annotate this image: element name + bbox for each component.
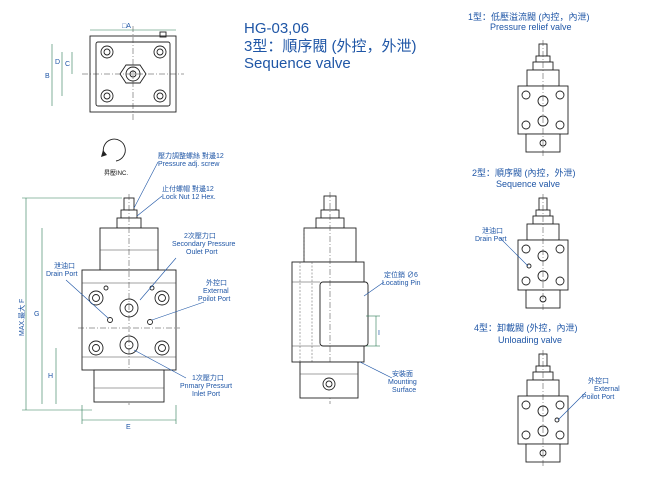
- variant4-en: Unloading valve: [498, 335, 562, 345]
- front-view: E MAX.最大 F G H: [17, 194, 180, 431]
- callout-primary-port-en1: Pnmary Pressurt: [180, 383, 232, 390]
- callout-drain-port-en: Drain Port: [46, 271, 78, 278]
- dim-a: □A: [122, 23, 131, 30]
- top-view: □A B D C: [45, 23, 184, 120]
- callout-mounting-en2: Surface: [392, 387, 416, 394]
- dim-h: H: [48, 373, 53, 380]
- callout-pressure-screw-cn: 壓力調整螺絲 對邊12: [158, 151, 224, 160]
- dim-i: I: [378, 330, 380, 337]
- rotation-indicator: 昇壓INC.: [101, 138, 128, 177]
- dim-f: MAX.最大 F: [17, 299, 26, 336]
- side-callouts: 定位銷 ∅6 Locating Pin 安裝面 Mounting Surface: [359, 270, 421, 394]
- variant4-pilot-en1: External: [594, 386, 620, 393]
- rotation-label: 昇壓INC.: [104, 170, 128, 177]
- callout-lock-nut-cn: 止付螺帽 對邊12: [162, 184, 214, 193]
- side-view: I: [291, 192, 380, 404]
- model-title: HG-03,06: [244, 20, 309, 37]
- callout-secondary-port-en2: Oulet Port: [186, 249, 218, 256]
- callout-drain-port-cn: 泄油口: [54, 261, 75, 270]
- callout-mounting-cn: 安裝面: [392, 369, 413, 378]
- front-callouts: 壓力調整螺絲 對邊12 Pressure adj. screw 止付螺帽 對邊1…: [46, 151, 236, 398]
- variant2-drain-en: Drain Port: [475, 236, 507, 243]
- callout-primary-port-en2: Inlet Port: [192, 391, 220, 398]
- variant1-cn: 1型：低壓溢流閥 (內控，內泄): [468, 11, 590, 22]
- callout-secondary-port-cn: 2次壓力口: [184, 231, 216, 240]
- type-title-en: Sequence valve: [244, 55, 351, 72]
- variant2-en: Sequence valve: [496, 179, 560, 189]
- callout-mounting-en1: Mounting: [388, 379, 417, 386]
- callout-external-pilot-cn: 外控口: [206, 278, 227, 287]
- variant4-pilot-en2: Poilot Port: [582, 394, 614, 401]
- callout-primary-port-cn: 1次壓力口: [192, 373, 224, 382]
- callout-pressure-screw-en: Pressure adj. screw: [158, 161, 220, 168]
- variant4-view: 外控口 External Poilot Port: [517, 350, 620, 466]
- variant4-pilot-cn: 外控口: [588, 376, 609, 385]
- callout-lock-nut-en: Lock Nut 12 Hex.: [162, 194, 216, 201]
- type-title-cn: 3型：順序閥 (外控，外泄): [244, 38, 417, 55]
- dim-b: B: [45, 73, 50, 80]
- variant2-cn: 2型：順序閥 (內控，外泄): [472, 167, 576, 178]
- callout-locating-pin-cn: 定位銷 ∅6: [384, 270, 418, 279]
- callout-secondary-port-en1: Secondary Pressure: [172, 241, 236, 248]
- variant1-en: Pressure relief valve: [490, 22, 572, 32]
- callout-external-pilot-en2: Poilot Port: [198, 296, 230, 303]
- variant4-cn: 4型：卸載閥 (外控，內泄): [474, 322, 578, 333]
- callout-external-pilot-en1: External: [203, 288, 229, 295]
- variant1-view: [517, 40, 569, 156]
- dim-g: G: [34, 311, 39, 318]
- variant2-view: 泄油口 Drain Port: [475, 194, 569, 312]
- dim-c: C: [65, 61, 70, 68]
- callout-locating-pin-en: Locating Pin: [382, 280, 421, 287]
- variant2-drain-cn: 泄油口: [482, 226, 503, 235]
- dim-d: D: [55, 59, 60, 66]
- dim-e: E: [126, 424, 131, 431]
